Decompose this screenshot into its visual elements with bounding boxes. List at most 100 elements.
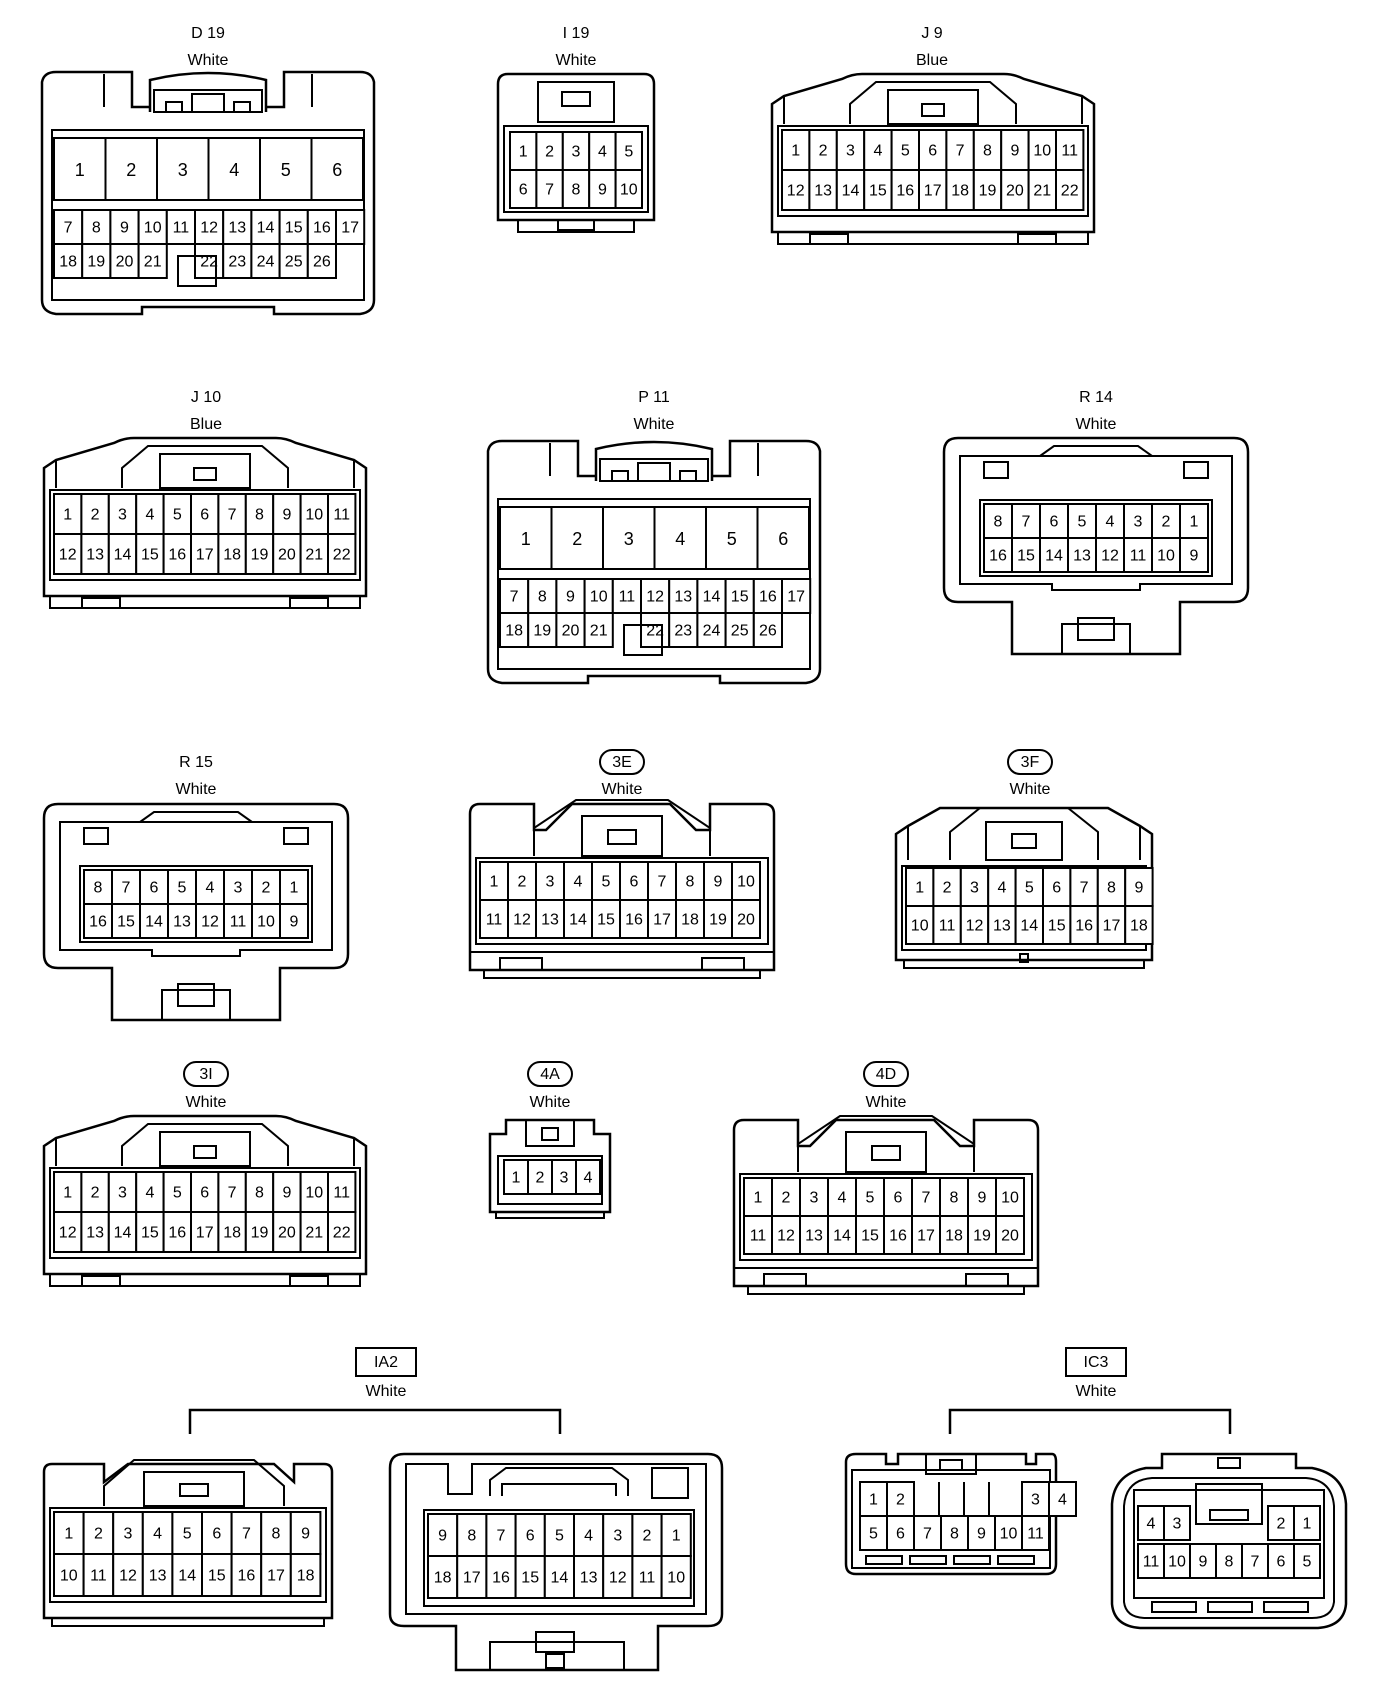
connector-code-badge <box>183 1061 229 1087</box>
connector-code-badge <box>527 1061 573 1087</box>
pin-number: 14 <box>703 589 721 606</box>
pin-cell <box>614 169 643 209</box>
pin-number: 4 <box>229 160 239 180</box>
pin-number: 15 <box>597 912 615 929</box>
housing-part <box>81 1275 121 1287</box>
housing-outline <box>903 960 1145 969</box>
pin-number: 18 <box>945 1228 963 1245</box>
pin-number: 14 <box>569 912 587 929</box>
housing-part <box>503 125 649 213</box>
connector-code: I 19 <box>563 25 590 42</box>
connector-code: R 14 <box>1079 389 1113 406</box>
housing-part <box>997 1555 1035 1565</box>
pin-number: 4 <box>675 529 685 549</box>
pin-cell <box>1179 503 1209 539</box>
pin-cell <box>456 1513 488 1557</box>
pin-number: 6 <box>1050 514 1059 531</box>
pin-number: 4 <box>873 143 882 160</box>
pin-number: 19 <box>973 1228 991 1245</box>
pin-cell <box>583 578 614 614</box>
housing-part <box>607 829 637 845</box>
pin-number: 1 <box>75 160 85 180</box>
housing-outline <box>849 81 1017 124</box>
pin-cell <box>890 169 920 211</box>
pin-cell <box>675 899 705 939</box>
pin-cell <box>53 1211 83 1253</box>
pin-number: 23 <box>228 254 246 271</box>
housing-outline <box>1110 1452 1348 1630</box>
pin-cell <box>1137 1543 1165 1579</box>
pin-cell <box>1179 537 1209 573</box>
pin-cell <box>190 1211 220 1253</box>
pin-cell <box>507 861 537 901</box>
pin-cell <box>272 1171 302 1213</box>
pin-number: 23 <box>674 623 692 640</box>
pin-number: 6 <box>1277 1554 1286 1571</box>
housing-part <box>475 857 769 945</box>
pin-number: 3 <box>624 529 634 549</box>
pin-number: 16 <box>625 912 643 929</box>
pin-number: 1 <box>754 1190 763 1207</box>
pin-number: 6 <box>778 529 788 549</box>
connector-code: 4A <box>540 1066 560 1083</box>
pin-number: 9 <box>598 182 607 199</box>
pin-cell <box>1096 905 1127 945</box>
pin-number: 11 <box>750 1228 767 1245</box>
housing-part <box>739 1173 1033 1261</box>
pin-number: 11 <box>939 918 956 935</box>
pin-number: 8 <box>572 182 581 199</box>
pin-cell <box>1124 867 1154 907</box>
pin-cell <box>217 493 247 535</box>
pin-number: 15 <box>869 183 887 200</box>
pin-number: 10 <box>305 1185 323 1202</box>
pin-number: 17 <box>196 1225 214 1242</box>
pin-cell <box>835 169 866 211</box>
pin-cell <box>507 899 537 939</box>
pin-number: 6 <box>928 143 937 160</box>
pin-number: 8 <box>255 507 264 524</box>
pin-number: 5 <box>869 1526 878 1543</box>
housing-outline <box>148 71 268 112</box>
pin-number: 2 <box>91 1185 100 1202</box>
pin-number: 17 <box>917 1228 935 1245</box>
housing-part <box>679 470 697 482</box>
housing-part <box>637 462 671 482</box>
pin-number: 10 <box>590 589 608 606</box>
pin-number: 7 <box>497 1528 506 1545</box>
pin-cell <box>972 129 1003 171</box>
pin-number: 2 <box>572 529 582 549</box>
pin-number: 10 <box>1001 1190 1019 1207</box>
connector-color: White <box>188 52 229 69</box>
pin-cell <box>771 1215 801 1255</box>
housing-part <box>165 101 183 113</box>
pin-number: 7 <box>228 507 237 524</box>
pin-cell <box>80 493 110 535</box>
connector-color: White <box>634 416 675 433</box>
housing-part <box>499 957 543 971</box>
housing-part <box>887 89 979 125</box>
housing-outline <box>797 1115 975 1172</box>
pin-cell <box>171 1511 203 1555</box>
pin-number: 16 <box>238 1568 256 1585</box>
pin-number: 3 <box>1134 514 1143 531</box>
connector-code: IC3 <box>1084 1354 1109 1371</box>
pin-number: 7 <box>922 1190 931 1207</box>
pin-number: 10 <box>911 918 929 935</box>
pin-number: 7 <box>1080 880 1089 897</box>
pin-cell <box>104 137 158 201</box>
pin-cell <box>1215 1543 1243 1579</box>
pin-number: 15 <box>1048 918 1066 935</box>
pin-number: 21 <box>305 1225 323 1242</box>
housing-outline <box>517 220 635 233</box>
pin-number: 19 <box>709 912 727 929</box>
pin-cell <box>514 1555 546 1599</box>
pin-number: 2 <box>126 160 136 180</box>
pin-cell <box>137 243 168 279</box>
pin-number: 12 <box>646 589 664 606</box>
pin-number: 2 <box>94 1526 103 1543</box>
pin-number: 16 <box>989 548 1007 565</box>
pin-number: 14 <box>114 1225 132 1242</box>
